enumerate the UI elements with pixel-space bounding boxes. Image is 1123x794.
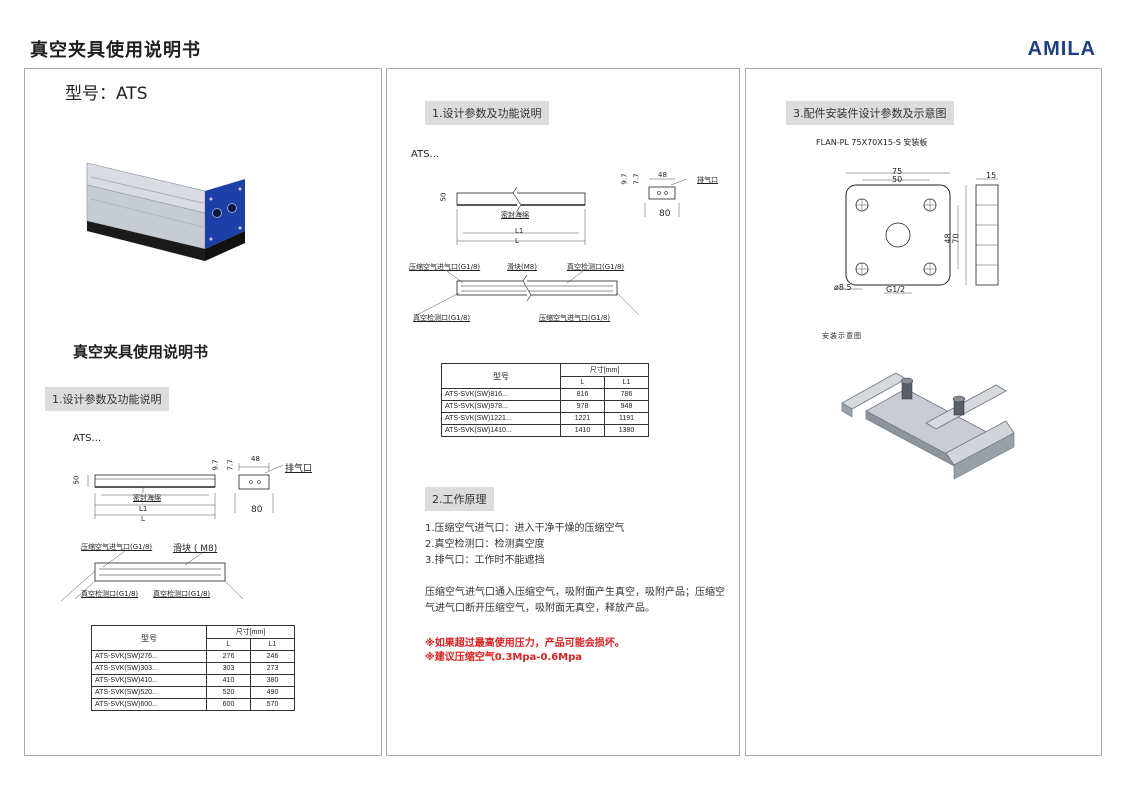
section-header-design: 1.设计参数及功能说明 [45, 387, 169, 411]
principle-paragraph: 压缩空气进气口通入压缩空气，吸附面产生真空，吸附产品；压缩空气进气口断开压缩空气… [425, 587, 725, 614]
section-header-principle: 2.工作原理 [425, 487, 494, 511]
section-header-accessories: 3.配件安装件设计参数及示意图 [786, 101, 954, 125]
dim-50-2: 50 [439, 192, 448, 202]
document-title: 真空夹具使用说明书 [30, 40, 201, 61]
product-photo [86, 162, 245, 261]
hole-dim: ø8.5 [834, 283, 852, 292]
dim-l: L [141, 515, 145, 523]
vac-check-label-1: 真空检测口(G1/8) [81, 590, 139, 598]
dim-15: 15 [986, 171, 997, 180]
side-view-drawing [87, 474, 216, 519]
dim-48: 48 [251, 455, 260, 463]
air-inlet-label-2: 压缩空气进气口(G1/8) [409, 263, 481, 271]
end-view-drawing [234, 463, 284, 513]
dim-48-2: 48 [658, 171, 667, 179]
sponge-label-2: 密封海绵 [501, 211, 529, 219]
principle-list: 1.压缩空气进气口：进入干净干燥的压缩空气 2.真空检测口：检测真空度 3.排气… [425, 521, 725, 569]
model-label: 型号：ATS [65, 84, 148, 104]
install-label: 安装示意图 [822, 332, 862, 340]
dim-l1-2: L1 [515, 227, 524, 235]
thread-dim: G1/2 [886, 285, 906, 294]
warning-item: ※建议压缩空气0.3Mpa-0.6Mpa [425, 652, 583, 663]
principle-item: 3.排气口：工作时不能遮挡 [425, 555, 545, 566]
air-inlet-label: 压缩空气进气口(G1/8) [81, 543, 153, 551]
dim-75: 75 [892, 167, 903, 176]
plate-label: FLAN-PL 75X70X15-S 安装板 [816, 138, 928, 147]
dim-80-2: 80 [659, 209, 671, 219]
series-label-2: ATS... [411, 149, 440, 160]
bottom-view-drawing-2 [416, 270, 640, 316]
vac-check-label-bottom: 真空检测口(G1/8) [413, 314, 471, 322]
dim-l1: L1 [139, 505, 148, 513]
principle-item: 2.真空检测口：检测真空度 [425, 539, 545, 550]
bottom-view-drawing [60, 550, 244, 602]
dim-l-2: L [515, 237, 519, 245]
dim-50-plate: 50 [892, 175, 903, 184]
dim-80: 80 [251, 505, 263, 515]
panel-accessories: 3.配件安装件设计参数及示意图 FLAN-PL 75X70X15-S 安装板 7… [745, 68, 1102, 756]
dim-9-7-2: 9.7 [620, 173, 629, 185]
exhaust-label: 排气口 [285, 464, 313, 474]
vac-check-label-2: 真空检测口(G1/8) [153, 590, 211, 598]
slider-label: 滑块 ( M8) [173, 544, 218, 554]
end-view-drawing-2 [644, 178, 688, 217]
slider-label-2: 滑块(M8) [507, 263, 537, 271]
dim-9-7: 9.7 [211, 459, 220, 471]
panel-overview: 型号：ATS 真空夹具使用说明书 1.设计参数及功能说明 ATS... 50 密… [24, 68, 382, 756]
air-inlet-label-3: 压缩空气进气口(G1/8) [539, 314, 611, 322]
sponge-label: 密封海绵 [133, 494, 161, 502]
vac-check-label-top: 真空检测口(G1/8) [567, 263, 625, 271]
panel-large-models: 1.设计参数及功能说明 ATS... 50 密封海绵 L1 L 9.7 7.7 … [386, 68, 740, 756]
warning-item: ※如果超过最高使用压力，产品可能会损坏。 [425, 638, 625, 649]
exhaust-label-2: 排气口 [697, 176, 718, 184]
series-label: ATS... [73, 433, 102, 444]
section-header-design-2: 1.设计参数及功能说明 [425, 101, 549, 125]
warnings: ※如果超过最高使用压力，产品可能会损坏。 ※建议压缩空气0.3Mpa-0.6Mp… [425, 637, 725, 665]
dim-50: 50 [72, 475, 81, 485]
brand-logo: AMILA [1027, 38, 1096, 60]
mounting-plate-drawing [834, 172, 999, 294]
side-view-drawing-2 [456, 186, 586, 245]
dim-7-7: 7.7 [226, 459, 235, 471]
manual-title: 真空夹具使用说明书 [73, 343, 209, 361]
installation-illustration [841, 372, 1015, 480]
dim-70: 70 [951, 233, 961, 244]
principle-item: 1.压缩空气进气口：进入干净干燥的压缩空气 [425, 523, 625, 534]
dim-7-7-2: 7.7 [632, 173, 641, 185]
